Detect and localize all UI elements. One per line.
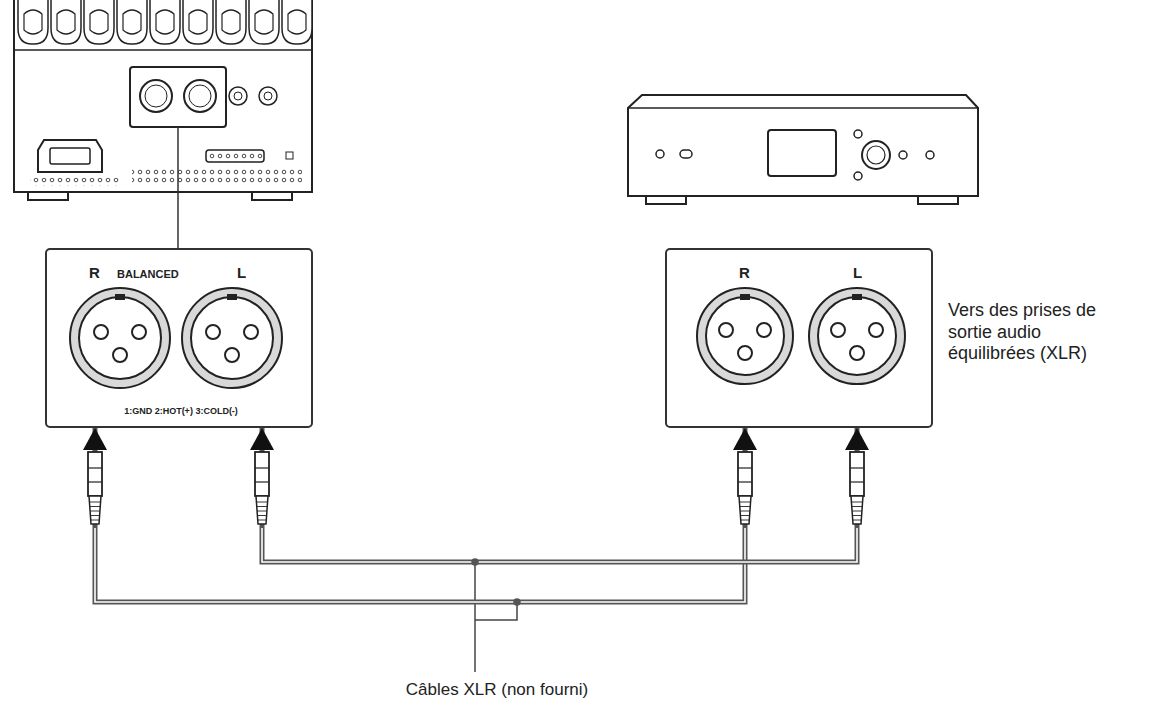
heatsink-slot [24,10,42,34]
heatsink-slot [156,10,174,34]
heatsink-fin [117,0,147,44]
cable-core [262,528,857,562]
heatsink-fin [216,0,246,44]
heatsink-slot [222,10,240,34]
heatsink-fin [18,0,48,44]
xlr-plug [738,452,752,524]
heatsink-fin [84,0,114,44]
xlr-jack [182,288,282,388]
xlr-plug [255,452,269,524]
heatsink-slot [90,10,108,34]
heatsink-fin [249,0,279,44]
xlr-jacks [70,288,905,388]
bracket-dot [472,559,478,565]
pin-label: 1:GND 2:HOT(+) 3:COLD(-) [124,406,238,416]
heatsink-slot [57,10,75,34]
bracket [475,562,517,672]
callout-panel: R BALANCED L 1:GND 2:HOT(+) 3:COLD(-) [45,248,313,428]
leader-line [177,127,179,248]
channel-label: L [853,264,862,281]
channel-label: L [237,264,246,281]
amplifier [14,0,312,200]
heatsink-slot [123,10,141,34]
xlr-jack [697,288,793,384]
heatsink-slot [255,10,273,34]
heatsink-fin [282,0,312,44]
heatsink-slot [189,10,207,34]
xlr-plug [850,452,864,524]
cable-core [95,528,745,602]
heatsink-fin [183,0,213,44]
callout-panel: RL [665,248,933,428]
channel-label: R [89,264,100,281]
channel-label: BALANCED [117,268,179,281]
bracket-dot [514,599,520,605]
heatsink-slot [288,10,306,34]
xlr-jack [70,288,170,388]
xlr-cable [262,428,857,562]
cable-caption: Câbles XLR (non fourni) [406,680,588,700]
xlr-jack [809,288,905,384]
destination-note: Vers des prises de sortie audio équilibr… [948,300,1113,365]
channel-label: R [739,264,750,281]
heatsink-fin [150,0,180,44]
heatsink-fin [51,0,81,44]
xlr-plug [88,452,102,524]
xlr-cable [95,428,745,602]
source-device [628,95,978,204]
